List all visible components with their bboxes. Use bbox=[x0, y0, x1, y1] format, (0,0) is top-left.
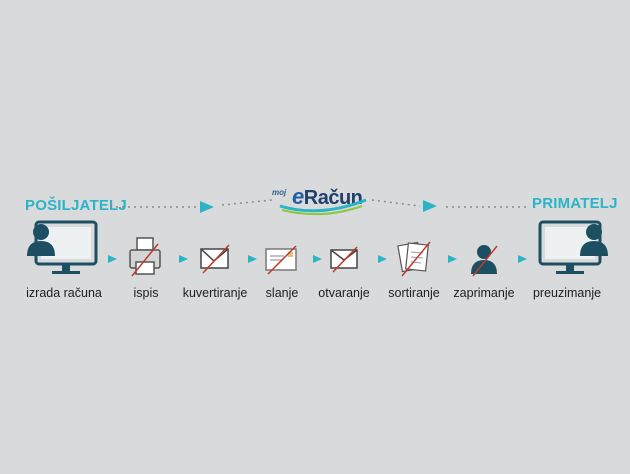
logo-swoosh-blue bbox=[279, 198, 367, 213]
top-flow-arrow-2 bbox=[423, 200, 437, 212]
computer-user-icon bbox=[27, 220, 98, 274]
envelope-open-cross bbox=[332, 246, 358, 273]
step-label-4: slanje bbox=[265, 286, 299, 300]
person-icon bbox=[471, 245, 498, 277]
computer-user-icon-receiver bbox=[538, 220, 608, 274]
eracun-logo: eRačun bbox=[292, 184, 363, 210]
sender-label: POŠILJATELJ bbox=[25, 197, 127, 214]
mail-sending-icon bbox=[265, 245, 297, 275]
receiver-label: PRIMATELJ bbox=[532, 195, 618, 212]
envelope-icon bbox=[200, 244, 230, 274]
mail-sending-cross bbox=[267, 245, 297, 275]
step-label-3: kuvertiranje bbox=[182, 286, 248, 300]
top-flow-line-2 bbox=[221, 199, 273, 206]
envelope-open-icon bbox=[330, 246, 358, 273]
documents-icon bbox=[397, 241, 431, 277]
top-flow-line-3 bbox=[371, 199, 421, 207]
arrow-1 bbox=[108, 255, 117, 263]
step-label-7: zaprimanje bbox=[453, 286, 515, 300]
logo-prefix: moj bbox=[272, 188, 287, 197]
arrow-6 bbox=[448, 255, 457, 263]
step-label-8: preuzimanje bbox=[532, 286, 602, 300]
step-label-2: ispis bbox=[133, 286, 159, 300]
person-cross bbox=[472, 245, 498, 277]
documents-cross bbox=[401, 241, 431, 277]
logo-rest: Račun bbox=[303, 187, 363, 209]
arrow-4 bbox=[313, 255, 322, 263]
step-label-6: sortiranje bbox=[388, 286, 440, 300]
logo-swoosh-green bbox=[281, 205, 363, 216]
logo-e: e bbox=[292, 184, 304, 209]
envelope-cross bbox=[202, 244, 230, 274]
arrow-3 bbox=[248, 255, 257, 263]
arrow-5 bbox=[378, 255, 387, 263]
arrow-7 bbox=[518, 255, 527, 263]
step-label-5: otvaranje bbox=[318, 286, 370, 300]
top-flow-arrow-1 bbox=[200, 201, 214, 213]
arrow-2 bbox=[179, 255, 188, 263]
step-label-1: izrada računa bbox=[26, 286, 102, 300]
printer-icon bbox=[129, 237, 161, 277]
printer-cross bbox=[131, 243, 159, 277]
